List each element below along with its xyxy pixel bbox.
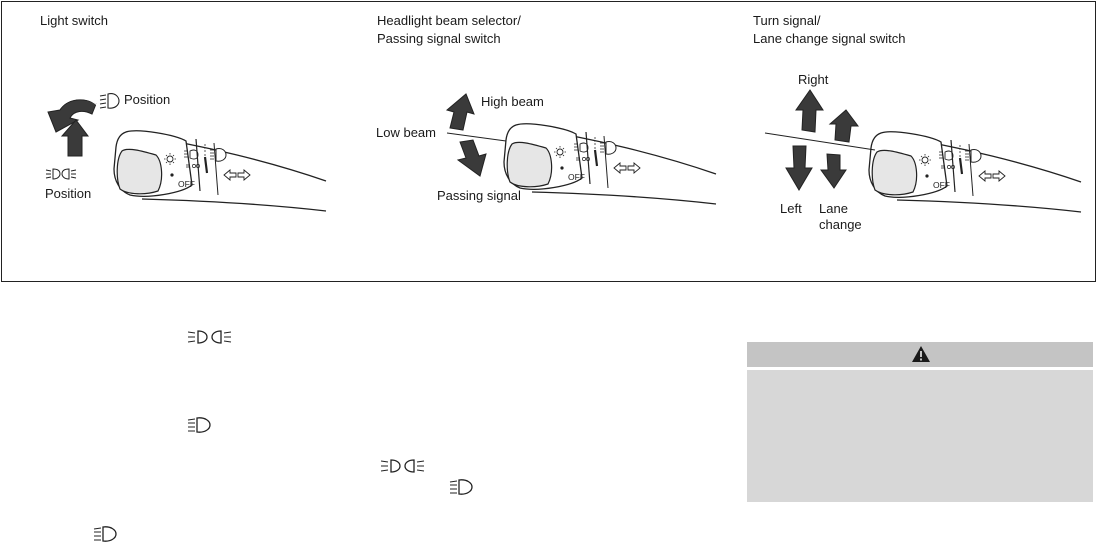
warning-box: [747, 342, 1093, 502]
callout-lane-change: Lane change: [819, 201, 862, 232]
warning-triangle-icon: [912, 346, 930, 362]
callout-passing-signal: Passing signal: [437, 188, 521, 203]
passing-signal-arrow: [456, 139, 487, 177]
right-arrow: [795, 89, 824, 133]
headlight-icon: [93, 526, 117, 542]
headlight-icon: [99, 93, 120, 109]
panel-title-light-switch: Light switch: [40, 13, 108, 28]
callout-position-parking: Position: [45, 186, 92, 201]
callout-position-headlight: Position: [124, 92, 171, 107]
stalk-turn-signal: [867, 130, 1083, 214]
rotate-arrow: [47, 99, 97, 133]
low-beam-leader: [446, 132, 507, 142]
left-arrow: [785, 145, 813, 191]
parking-light-icon: [45, 168, 77, 180]
warning-header: [747, 342, 1093, 370]
neutral-leader: [764, 132, 876, 151]
panel-title-beam-selector: Headlight beam selector/ Passing signal …: [377, 13, 521, 46]
stalk-light-switch: [112, 129, 328, 213]
lane-right-arrow: [828, 109, 859, 143]
parking-light-icon: [188, 330, 232, 344]
lane-left-arrow: [820, 153, 847, 189]
headlight-icon: [187, 417, 211, 433]
stalk-beam-selector: [502, 122, 718, 206]
parking-light-icon: [381, 459, 425, 473]
callout-low-beam: Low beam: [376, 125, 436, 140]
headlight-icon: [449, 479, 473, 495]
figure-frame: [1, 1, 1096, 282]
up-arrow: [60, 119, 89, 157]
high-beam-arrow: [445, 93, 475, 131]
callout-high-beam: High beam: [481, 94, 544, 109]
panel-title-turn-signal: Turn signal/ Lane change signal switch: [753, 13, 906, 46]
callout-left: Left: [780, 201, 802, 216]
callout-right: Right: [798, 72, 829, 87]
